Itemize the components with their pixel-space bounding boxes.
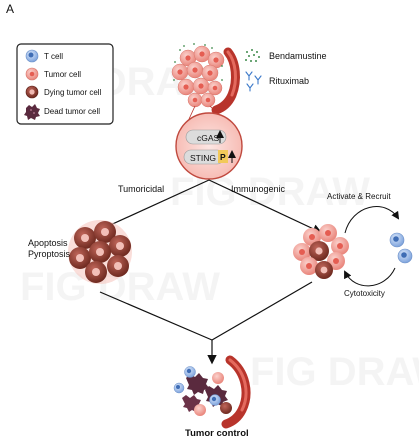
- svg-text:FIG DRAW: FIG DRAW: [250, 350, 419, 394]
- legend-label-dying-tumor-cell: Dying tumor cell: [44, 88, 102, 97]
- phospho-label: P: [220, 152, 226, 162]
- dead-tumor-cell-icon: [24, 104, 40, 120]
- tumoricidal-label: Tumoricidal: [118, 184, 164, 194]
- legend-label-tumor-cell: Tumor cell: [44, 70, 81, 79]
- legend-label-t-cell: T cell: [44, 52, 63, 61]
- tumor-cell-icon: [25, 67, 39, 81]
- bendamustine-icon: [245, 49, 260, 62]
- tumor-control-mass: [173, 355, 251, 429]
- bendamustine-label: Bendamustine: [269, 51, 327, 61]
- legend: T cell Tumor cell Dying tumor cell Dead …: [16, 43, 114, 125]
- cgas-label: cGAS: [197, 133, 220, 143]
- apoptosis-label: Apoptosis: [28, 238, 68, 248]
- top-tumor-cells: [171, 45, 225, 108]
- bottom-blood-vessel: [221, 355, 251, 429]
- rituximab-label: Rituximab: [269, 76, 309, 86]
- watermark: FIG DRAW FIG DRAW FIG DRAW FIG DRAW: [20, 60, 419, 394]
- drug-particles: [173, 43, 223, 81]
- converge-line-left: [99, 291, 213, 341]
- cytotoxicity-label: Cytotoxicity: [344, 289, 385, 298]
- apoptosis-cluster: [68, 220, 132, 284]
- phospho-badge: [218, 150, 228, 163]
- immunogenic-label: Immunogenic: [231, 184, 286, 194]
- t-cell-icon: [25, 49, 39, 63]
- cytotoxicity-arrow: [344, 267, 396, 287]
- legend-label-dead-tumor-cell: Dead tumor cell: [44, 107, 100, 116]
- dying-tumor-cell-icon: [25, 85, 39, 99]
- panel-label: A: [6, 2, 14, 16]
- activate-recruit-arrow: [344, 206, 400, 234]
- immunogenic-arrow: [208, 179, 323, 234]
- top-tumor-mass: [171, 43, 240, 115]
- t-cells-pair: [389, 232, 413, 264]
- converge-line-right: [211, 281, 313, 341]
- immunogenic-cluster: [293, 224, 349, 279]
- legend-box: [16, 43, 114, 125]
- tumor-control-label: Tumor control: [185, 428, 249, 439]
- pyroptosis-label: Pyroptosis: [28, 249, 71, 259]
- activate-recruit-label: Activate & Recruit: [327, 192, 391, 201]
- rituximab-icon: [245, 71, 262, 92]
- sting-label: STING: [190, 153, 216, 163]
- cgas-sting-inset: cGAS STING P: [175, 112, 243, 180]
